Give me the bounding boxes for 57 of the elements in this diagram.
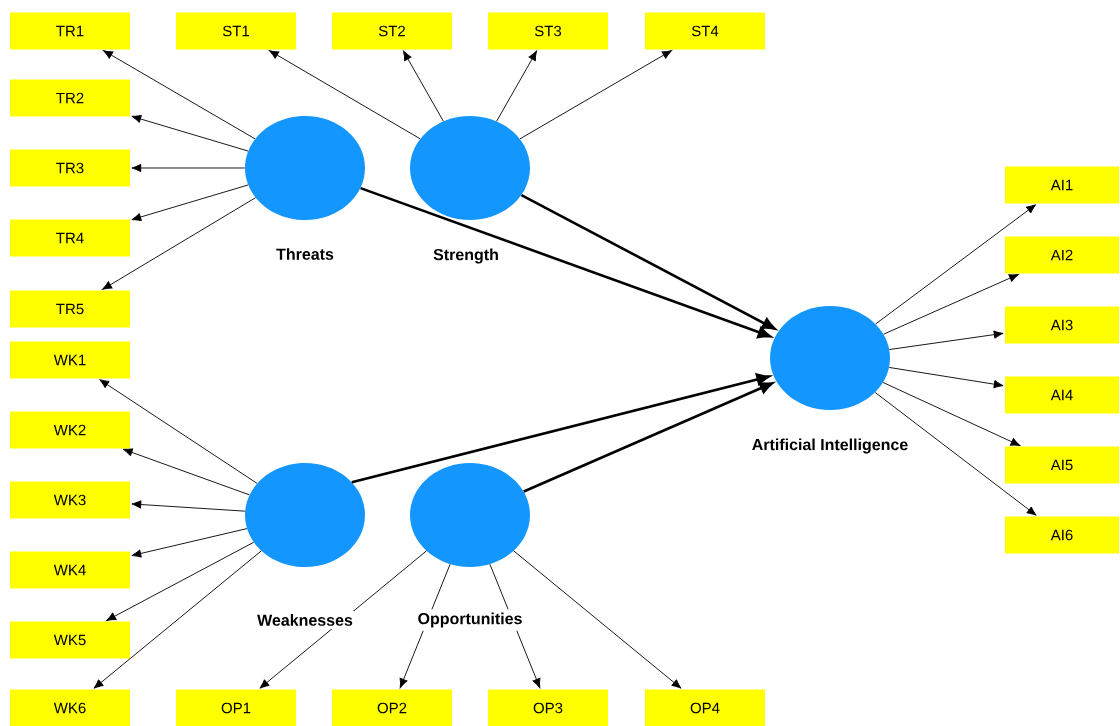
arrow: [882, 382, 1021, 447]
node-label: Artificial Intelligence: [752, 438, 908, 454]
node-label: Opportunities: [418, 612, 522, 628]
indicator-box: AI3: [1005, 306, 1119, 344]
arrow: [103, 50, 256, 140]
arrow: [131, 163, 246, 173]
indicator-box: TR3: [10, 149, 130, 187]
indicator-box: TR5: [10, 290, 130, 328]
arrow: [131, 528, 248, 558]
indicator-box: TR1: [10, 12, 130, 50]
arrow: [888, 330, 1004, 350]
indicator-box: OP3: [488, 689, 608, 726]
arrow: [259, 550, 427, 689]
node-label: Weaknesses: [257, 614, 353, 626]
indicator-box: ST3: [488, 12, 608, 50]
indicator-box: WK2: [10, 411, 130, 449]
indicator-box: AI4: [1005, 376, 1119, 414]
arrow: [99, 379, 258, 484]
node-label: Strength: [433, 248, 498, 264]
arrow: [888, 367, 1004, 389]
indicator-box: OP2: [332, 689, 452, 726]
indicator-box: OP1: [176, 689, 296, 726]
node-label: Threats: [276, 248, 334, 260]
arrow: [496, 50, 537, 122]
arrow: [875, 204, 1037, 325]
indicator-box: WK6: [10, 689, 130, 726]
arrow: [106, 541, 255, 621]
arrow: [403, 50, 444, 122]
arrow: [399, 563, 451, 689]
arrow: [131, 184, 249, 222]
arrow: [360, 186, 772, 339]
indicator-box: AI2: [1005, 236, 1119, 274]
indicator-box: WK5: [10, 621, 130, 659]
indicator-box: AI5: [1005, 446, 1119, 484]
indicator-box: ST4: [645, 12, 765, 50]
indicator-box: ST2: [332, 12, 452, 50]
indicator-box: OP4: [645, 689, 765, 726]
indicator-box: TR2: [10, 79, 130, 117]
arrow: [519, 50, 672, 140]
arrow: [122, 448, 250, 496]
indicator-box: AI1: [1005, 166, 1119, 204]
indicator-box: ST1: [176, 12, 296, 50]
arrow: [513, 550, 682, 689]
indicator-box: WK1: [10, 341, 130, 379]
indicator-box: AI6: [1005, 516, 1119, 554]
arrow: [489, 563, 541, 689]
indicator-box: WK4: [10, 551, 130, 589]
indicator-box: TR4: [10, 219, 130, 257]
arrow: [93, 550, 262, 689]
arrow: [102, 197, 256, 290]
arrow: [874, 392, 1037, 516]
arrow: [268, 50, 421, 140]
arrow: [131, 114, 249, 152]
arrow: [883, 273, 1019, 335]
indicator-box: WK3: [10, 481, 130, 519]
arrow: [520, 194, 776, 330]
arrow: [131, 500, 246, 512]
